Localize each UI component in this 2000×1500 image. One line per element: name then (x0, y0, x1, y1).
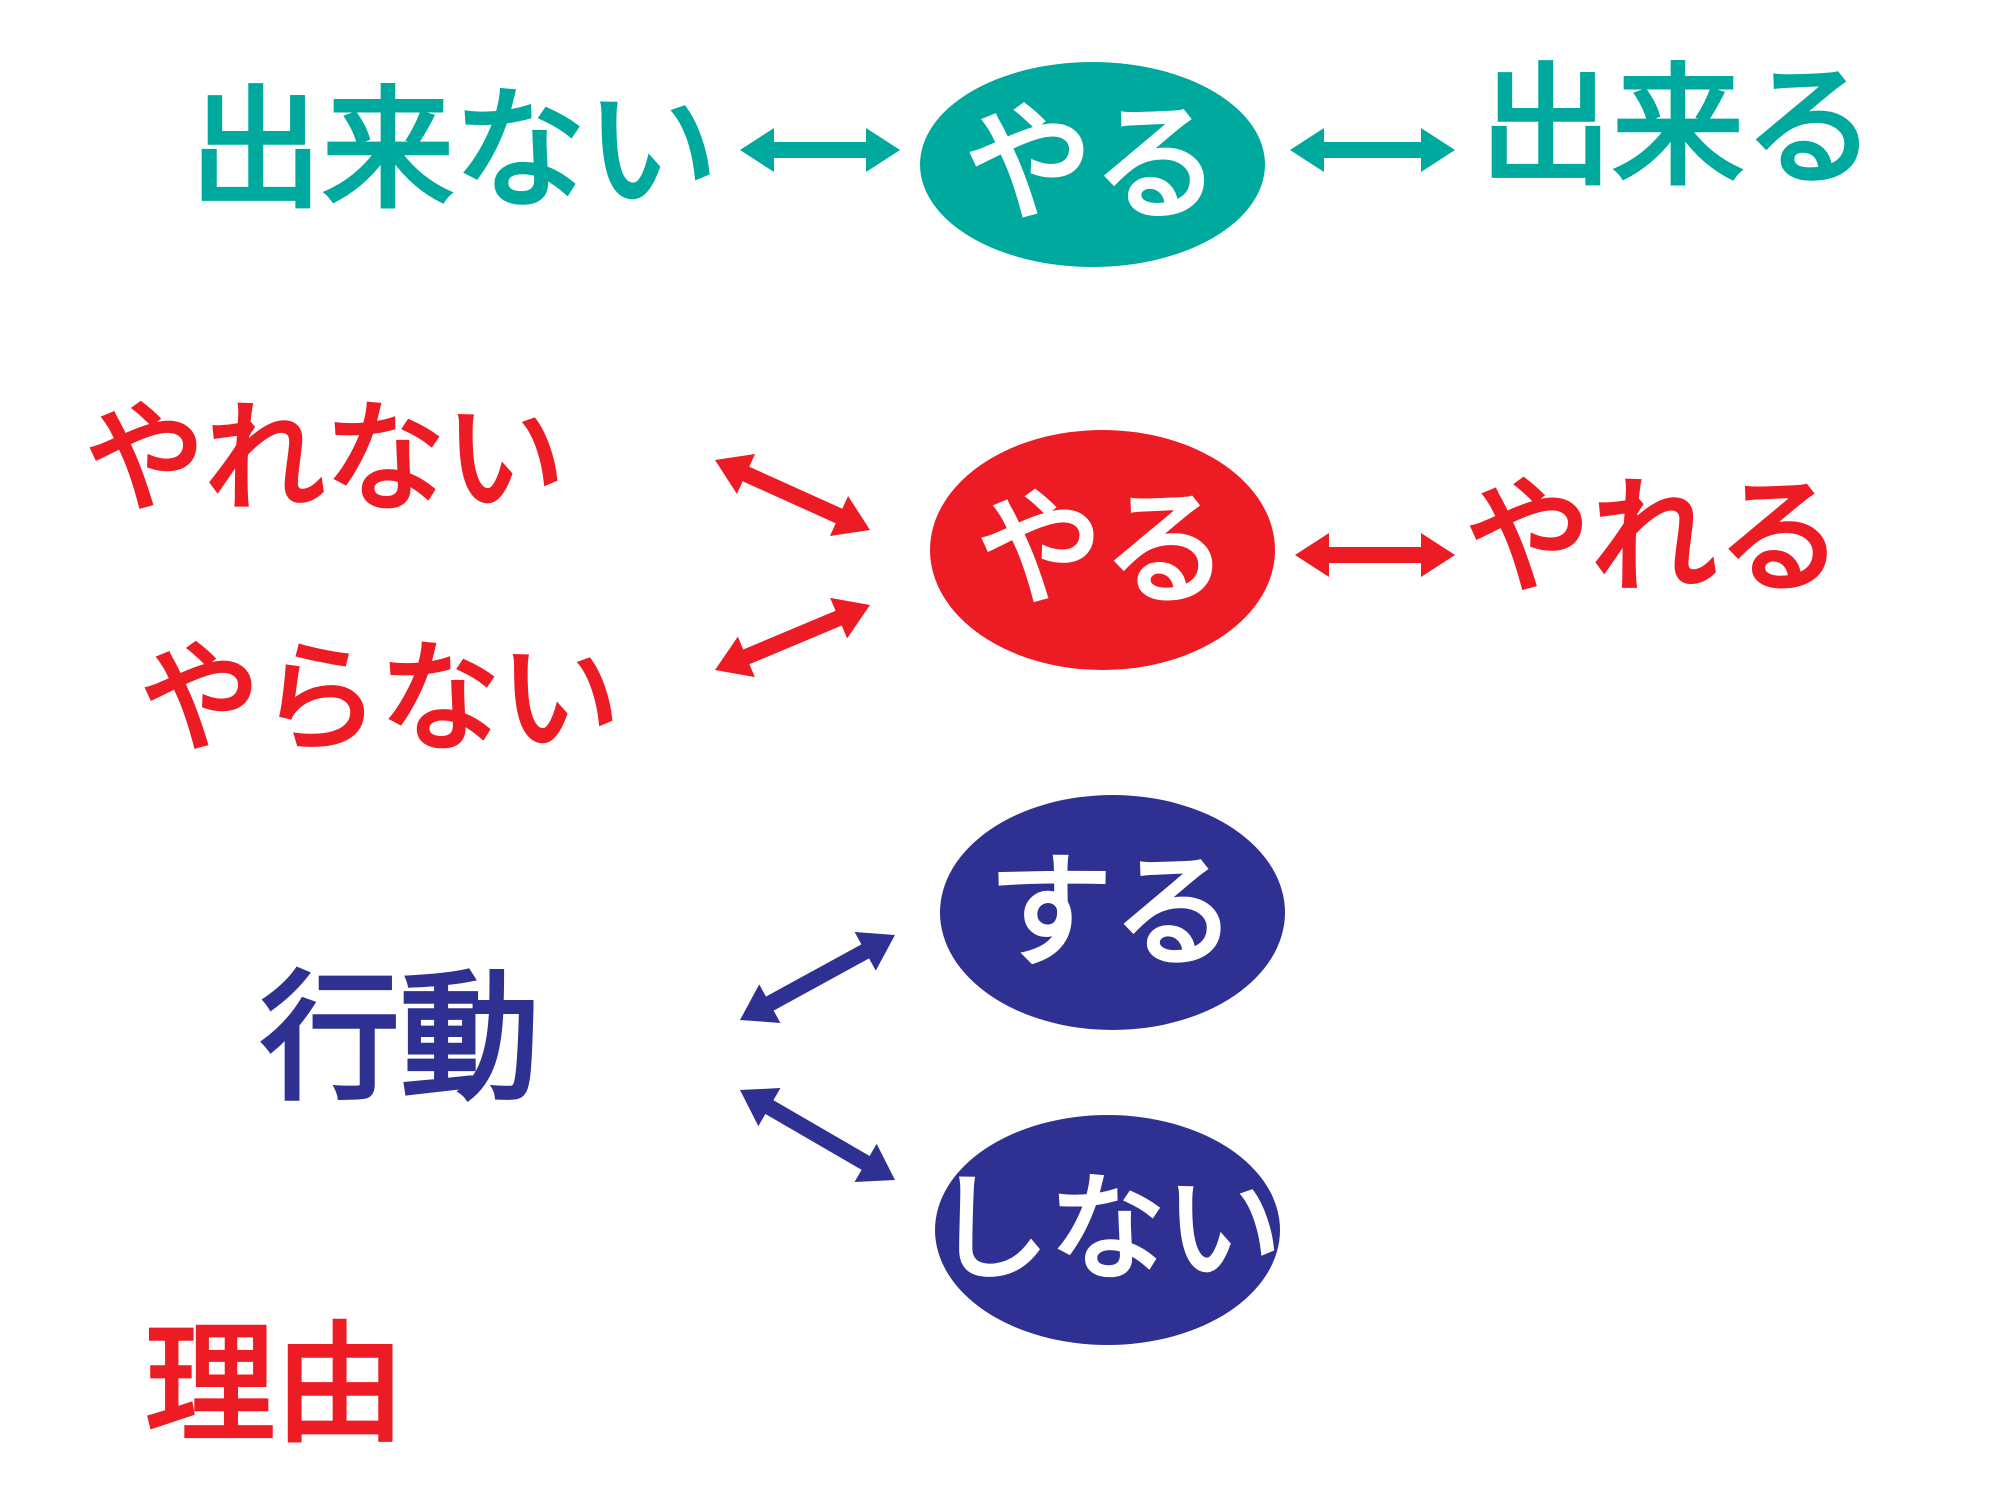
row2-left-top-word: やれない (85, 390, 565, 529)
row1-right-arrow-head-end (1421, 128, 1455, 172)
row3-top-label: する (988, 840, 1237, 985)
row2-left-bottom-word: やらない (140, 630, 620, 769)
row3-top-ellipse: する (940, 795, 1285, 1030)
footer-word: 理由 (145, 1309, 406, 1461)
row3-top-arrow-head-start (740, 984, 781, 1023)
row2-center-label: やる (976, 476, 1229, 623)
row1-center-ellipse: やる (920, 62, 1265, 267)
row2-right-arrow-head-start (1295, 533, 1329, 577)
row2-center-ellipse: やる (930, 430, 1275, 670)
row3-bottom-label: しない (933, 1162, 1282, 1297)
row1-left-arrow-head-start (740, 128, 774, 172)
row3-bottom-ellipse: しない (933, 1115, 1282, 1345)
row2-top-arrow-head-end (829, 495, 870, 537)
row1-right-arrow-double-arrow-icon (1290, 128, 1455, 172)
row1-right-arrow-head-start (1290, 128, 1324, 172)
row1-left-word: 出来ない (190, 74, 718, 228)
row1-left-arrow-head-end (866, 128, 900, 172)
row3-bottom-arrow-double-arrow-icon (740, 1088, 895, 1182)
row2-right-arrow-double-arrow-icon (1295, 533, 1455, 577)
row1-center-label: やる (964, 89, 1221, 239)
row2-top-arrow-shaft (736, 463, 849, 527)
row2-top-arrow-head-start (715, 453, 756, 495)
row1-left-arrow-double-arrow-icon (740, 128, 900, 172)
row1-right-word: 出来る (1480, 51, 1876, 205)
row3-top-arrow-head-end (854, 932, 895, 971)
row3-bottom-arrow-head-end (854, 1143, 895, 1182)
row2-bottom-arrow-head-end (830, 597, 870, 639)
row3-bottom-arrow-shaft (759, 1096, 876, 1174)
row3-bottom-arrow-head-start (740, 1088, 781, 1127)
row2-right-word: やれる (1465, 464, 1843, 611)
row2-bottom-arrow-head-start (715, 636, 755, 678)
row2-bottom-arrow-shaft (736, 608, 849, 667)
row2-top-arrow-double-arrow-icon (715, 453, 870, 537)
row3-top-arrow-double-arrow-icon (740, 932, 895, 1023)
row2-bottom-arrow-double-arrow-icon (715, 597, 870, 678)
row3-left-word: 行動 (260, 958, 541, 1121)
row2-right-arrow-head-end (1421, 533, 1455, 577)
row3-top-arrow-shaft (760, 941, 875, 1014)
